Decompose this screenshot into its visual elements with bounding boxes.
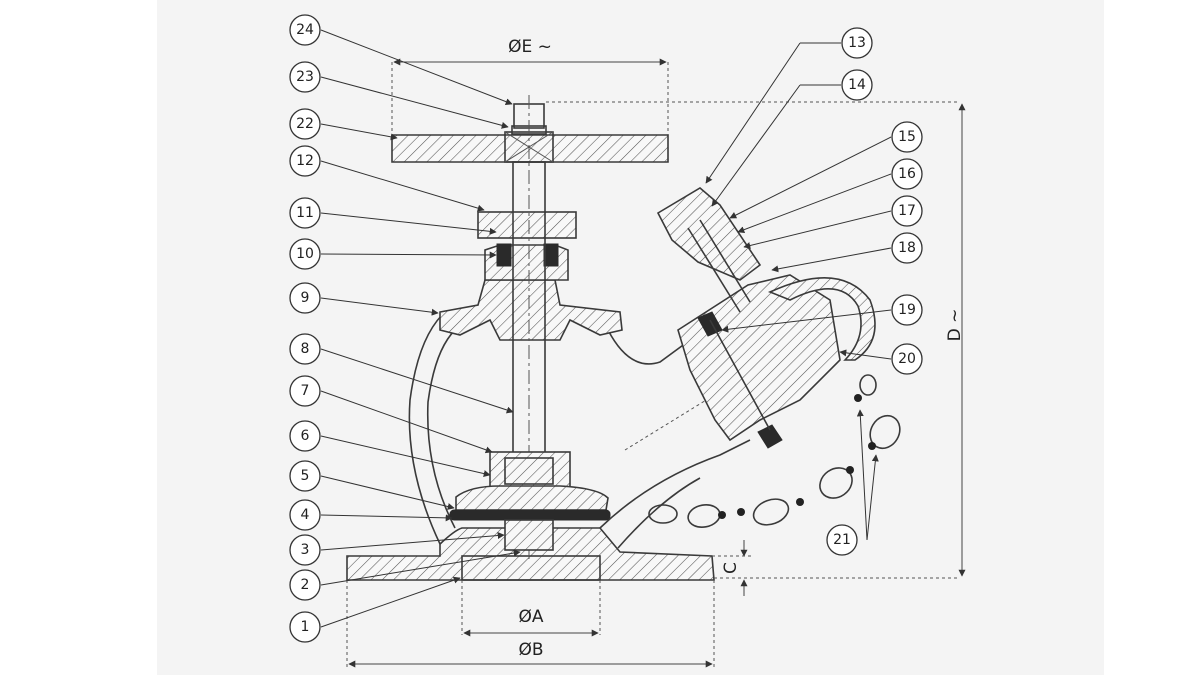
dimension-lines: [346, 58, 966, 668]
callout-circle: [289, 108, 321, 140]
callout-10: 10: [289, 238, 321, 270]
callout-15: 15: [891, 121, 923, 153]
callout-circle: [891, 195, 923, 227]
dim-label-d: D ~: [945, 309, 965, 342]
callout-number: 2: [301, 577, 310, 593]
callout-6: 6: [289, 420, 321, 452]
callout-circle: [289, 238, 321, 270]
callout-number: 13: [848, 35, 866, 51]
callout-circle: [289, 569, 321, 601]
dim-label-b: ØB: [518, 640, 543, 660]
callout-number: 5: [301, 468, 310, 484]
callout-14: 14: [841, 69, 873, 101]
callout-19: 19: [891, 294, 923, 326]
callout-13: 13: [841, 27, 873, 59]
callout-number: 12: [296, 153, 314, 169]
callout-number: 7: [301, 383, 310, 399]
callout-number: 15: [898, 129, 916, 145]
chain: [648, 374, 901, 528]
callout-circle: [289, 61, 321, 93]
callout-circle: [891, 158, 923, 190]
callout-8: 8: [289, 333, 321, 365]
callout-circle: [826, 524, 858, 556]
callout-20: 20: [891, 343, 923, 375]
dim-label-e: ØE ~: [508, 37, 552, 57]
callout-17: 17: [891, 195, 923, 227]
outlet-coupling: [656, 187, 876, 449]
callout-circle: [289, 460, 321, 492]
callout-2: 2: [289, 569, 321, 601]
callout-number: 10: [296, 246, 314, 262]
callout-circle: [891, 121, 923, 153]
callout-1: 1: [289, 611, 321, 643]
handwheel: [391, 103, 669, 163]
callout-22: 22: [289, 108, 321, 140]
callout-number: 11: [296, 205, 314, 221]
callout-11: 11: [289, 197, 321, 229]
callout-number: 24: [296, 22, 314, 38]
callout-leaders: [320, 29, 892, 628]
callout-number: 22: [296, 116, 314, 132]
callout-number: 19: [898, 302, 916, 318]
callout-circle: [841, 69, 873, 101]
disc-assembly: [449, 451, 611, 551]
callout-number: 9: [301, 290, 310, 306]
callout-9: 9: [289, 282, 321, 314]
callout-5: 5: [289, 460, 321, 492]
callout-circle: [289, 14, 321, 46]
bonnet: [439, 211, 623, 341]
callout-23: 23: [289, 61, 321, 93]
dim-label-a: ØA: [518, 607, 543, 627]
callout-number: 17: [898, 203, 916, 219]
callout-number: 21: [833, 532, 851, 548]
callout-number: 20: [898, 351, 916, 367]
callout-number: 23: [296, 69, 314, 85]
callout-3: 3: [289, 534, 321, 566]
callout-number: 3: [301, 542, 310, 558]
callout-24: 24: [289, 14, 321, 46]
callout-12: 12: [289, 145, 321, 177]
callout-number: 6: [301, 428, 310, 444]
callout-number: 18: [898, 240, 916, 256]
callout-circle: [289, 534, 321, 566]
callout-number: 1: [301, 619, 310, 635]
callout-18: 18: [891, 232, 923, 264]
callout-number: 8: [301, 341, 310, 357]
callout-21: 21: [826, 524, 858, 556]
callout-circle: [289, 145, 321, 177]
callout-circle: [891, 232, 923, 264]
callout-circle: [289, 611, 321, 643]
dim-label-c: C: [721, 562, 741, 574]
callout-16: 16: [891, 158, 923, 190]
callout-circle: [891, 343, 923, 375]
callout-circle: [289, 282, 321, 314]
callout-circle: [289, 499, 321, 531]
callout-4: 4: [289, 499, 321, 531]
callout-number: 14: [848, 77, 866, 93]
callout-circle: [841, 27, 873, 59]
callout-circle: [891, 294, 923, 326]
callout-circle: [289, 197, 321, 229]
callout-number: 4: [301, 507, 310, 523]
valve-body: [346, 314, 756, 581]
callout-7: 7: [289, 375, 321, 407]
callout-circle: [289, 420, 321, 452]
callout-circle: [289, 375, 321, 407]
dimension-labels: ØE ~ D ~ C ØA ØB: [508, 37, 965, 660]
callout-circle: [289, 333, 321, 365]
callout-number: 16: [898, 166, 916, 182]
